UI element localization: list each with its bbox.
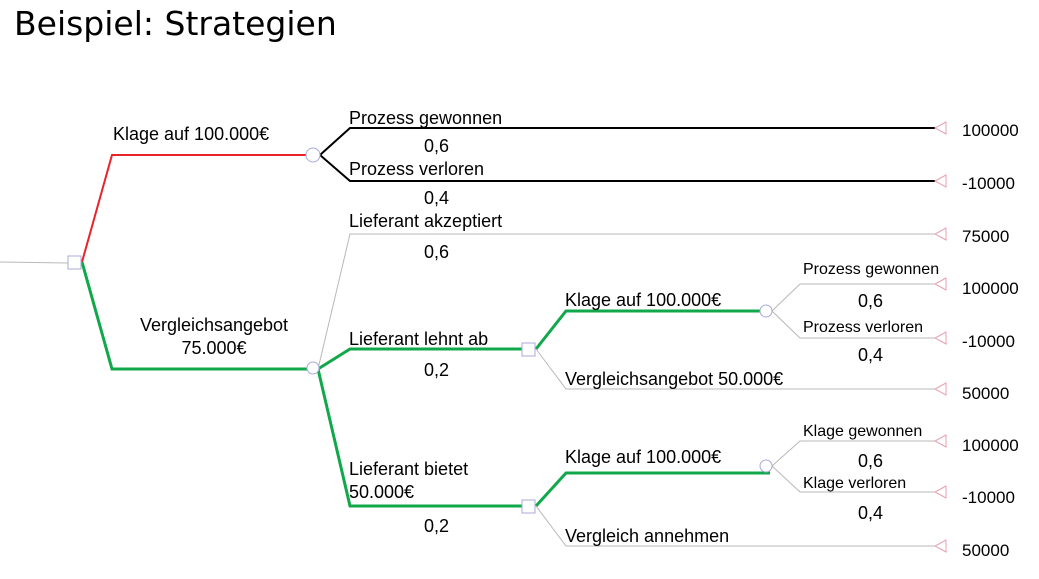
branch-lieferant-lehnt-ab xyxy=(317,347,522,371)
label-klage-top: Klage auf 100.000€ xyxy=(113,124,269,144)
decision-node-root xyxy=(67,255,82,270)
payoff-value: 100000 xyxy=(962,436,1019,455)
payoff-value: 50000 xyxy=(962,384,1009,403)
label-vergleich-annehmen: Vergleich annehmen xyxy=(565,526,729,546)
branch-klage-mid xyxy=(534,309,760,350)
chance-node-top xyxy=(305,147,321,163)
payoff-value: -10000 xyxy=(962,332,1015,351)
label-prozess-gewonnen-mid: Prozess gewonnen xyxy=(803,261,939,278)
terminal-node xyxy=(933,121,947,135)
chance-node-bot xyxy=(759,459,773,473)
prob-verloren-mid: 0,4 xyxy=(858,345,883,365)
branch-prozess-verloren-mid xyxy=(771,310,935,339)
branch-prozess-gewonnen-top xyxy=(319,127,935,156)
prob-gewonnen-mid: 0,6 xyxy=(858,291,883,311)
branch-vergleich-annehmen xyxy=(535,505,935,547)
branch-klage-top xyxy=(81,154,306,263)
label-prozess-gewonnen-top: Prozess gewonnen xyxy=(349,108,502,128)
label-vergleich-50: Vergleichsangebot 50.000€ xyxy=(565,369,783,389)
label-prozess-verloren-mid: Prozess verloren xyxy=(803,319,923,336)
branch-klage-verloren xyxy=(771,465,935,493)
terminal-node xyxy=(933,174,947,188)
prob-gewonnen-top: 0,6 xyxy=(424,136,449,156)
payoff-value: 75000 xyxy=(962,227,1009,246)
label-prozess-verloren-top: Prozess verloren xyxy=(349,159,484,179)
prob-lehnt: 0,2 xyxy=(424,360,449,380)
label-klage-gewonnen: Klage gewonnen xyxy=(803,423,922,440)
prob-akzeptiert: 0,6 xyxy=(424,242,449,262)
prob-klage-verloren: 0,4 xyxy=(858,503,883,523)
label-lieferant-lehnt-ab: Lieferant lehnt ab xyxy=(349,329,488,349)
terminal-node xyxy=(933,382,947,396)
decision-node-bot xyxy=(521,499,536,514)
label-lieferant-akzeptiert: Lieferant akzeptiert xyxy=(349,211,502,231)
branch-vergleichsangebot xyxy=(80,261,310,371)
decision-node-mid xyxy=(521,342,536,357)
label-lieferant-bietet-line1: Lieferant bietet xyxy=(349,459,468,479)
payoff-value: -10000 xyxy=(962,174,1015,193)
payoff-value: -10000 xyxy=(962,488,1015,507)
label-klage-mid: Klage auf 100.000€ xyxy=(565,290,721,310)
terminal-node xyxy=(933,227,947,241)
prob-verloren-top: 0,4 xyxy=(424,188,449,208)
label-vergleichsangebot-line2: 75.000€ xyxy=(181,338,246,358)
terminal-node xyxy=(933,539,947,553)
payoff-value: 50000 xyxy=(962,541,1009,560)
branch-prozess-verloren-top xyxy=(319,154,935,182)
chance-node-lieferant xyxy=(306,361,320,375)
branch-prozess-gewonnen-mid xyxy=(771,283,935,312)
payoff-value: 100000 xyxy=(962,121,1019,140)
branch-vergleich-50 xyxy=(535,348,935,390)
label-klage-bot: Klage auf 100.000€ xyxy=(565,447,721,467)
terminal-node xyxy=(933,331,947,345)
branch-klage-bot xyxy=(534,471,770,508)
terminal-node xyxy=(933,485,947,499)
slide-title: Beispiel: Strategien xyxy=(14,4,337,43)
label-klage-verloren: Klage verloren xyxy=(803,475,906,492)
label-lieferant-bietet-line2: 50.000€ xyxy=(349,482,414,502)
root-stub-line xyxy=(0,261,69,264)
terminal-node xyxy=(933,277,947,291)
terminal-node xyxy=(933,434,947,448)
prob-klage-gewonnen: 0,6 xyxy=(858,451,883,471)
prob-bietet: 0,2 xyxy=(424,516,449,536)
branch-lieferant-akzeptiert xyxy=(317,233,935,370)
label-vergleichsangebot-line1: Vergleichsangebot xyxy=(140,315,288,335)
chance-node-mid xyxy=(759,304,773,318)
branch-lieferant-bietet xyxy=(316,368,522,508)
branch-klage-gewonnen xyxy=(771,440,935,467)
payoff-value: 100000 xyxy=(962,279,1019,298)
